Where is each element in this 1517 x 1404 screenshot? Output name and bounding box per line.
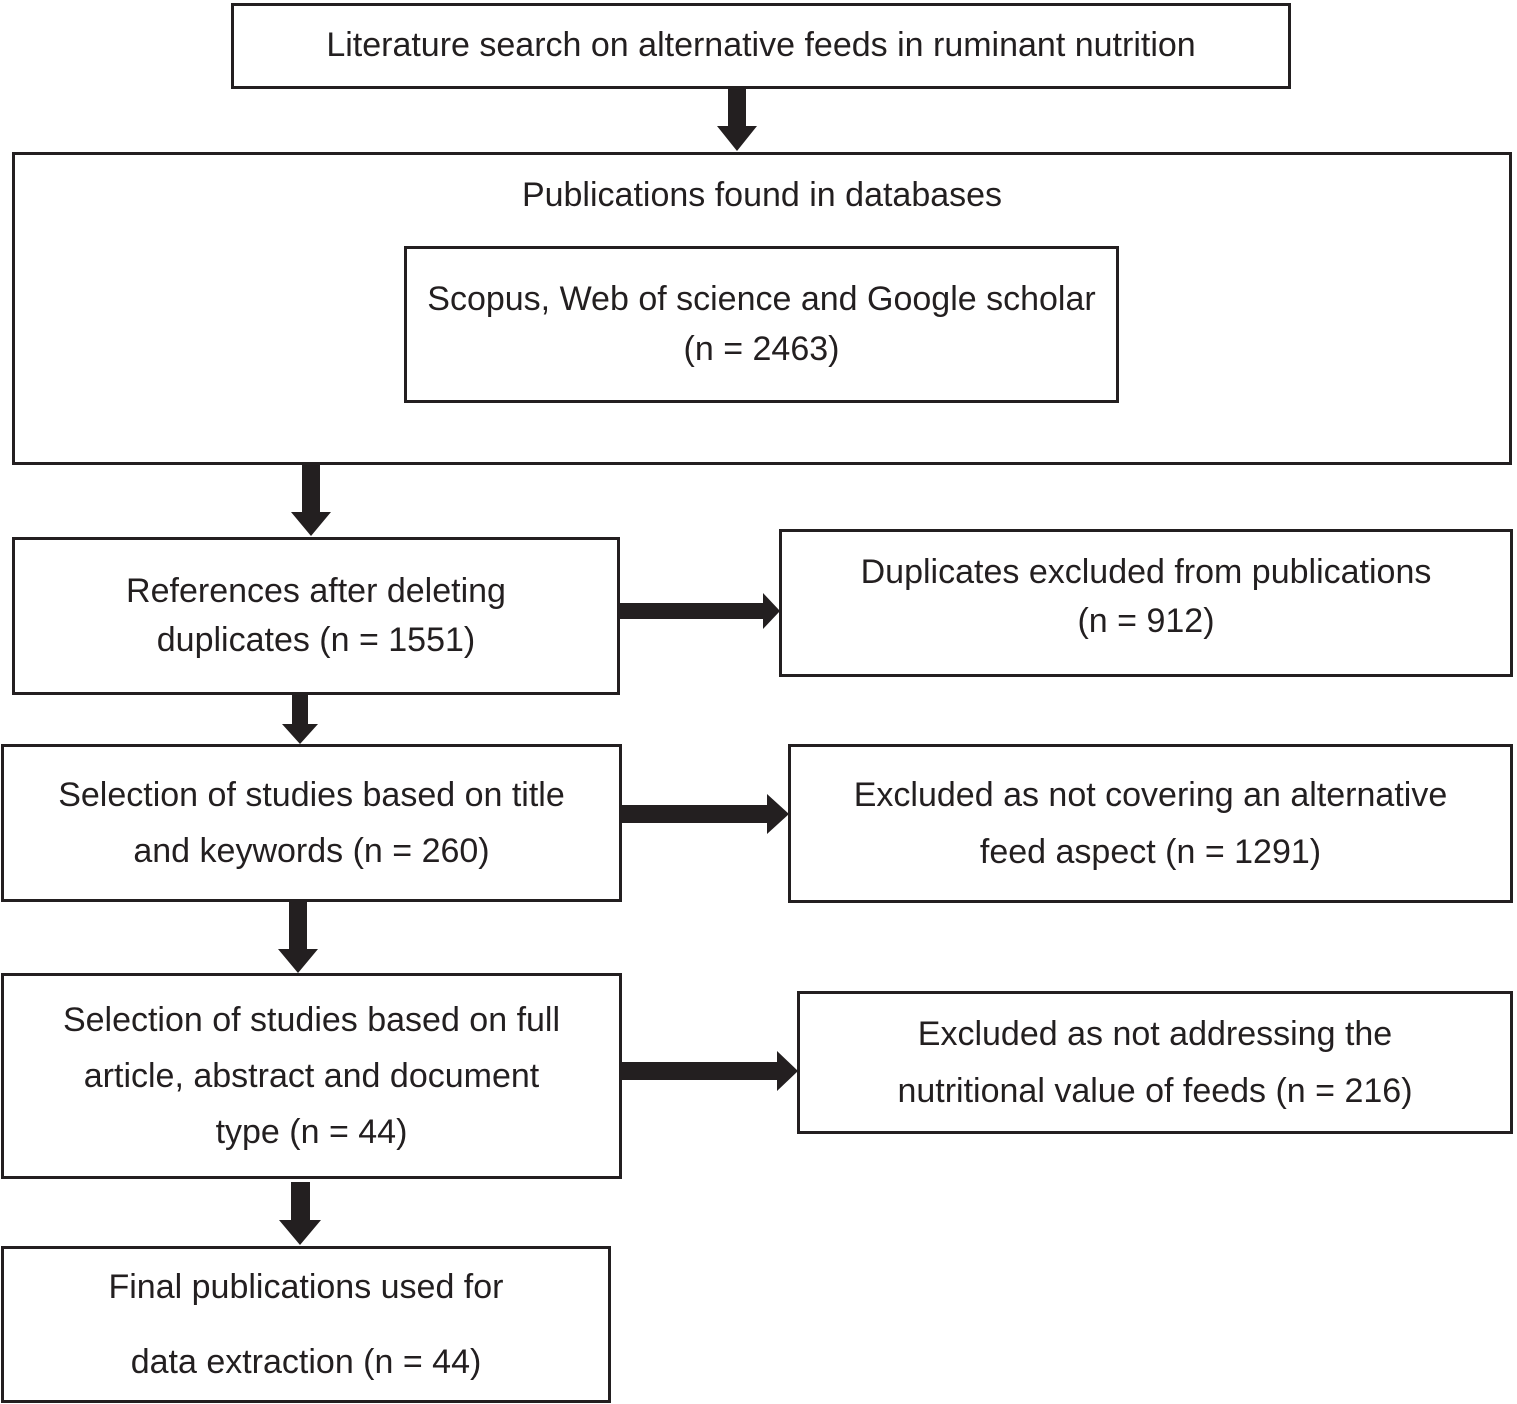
fulltext-selection-box: Selection of studies based on full artic… [1,973,622,1179]
arrow-right-dedup [619,593,780,629]
title-excluded-line2: feed aspect (n = 1291) [979,832,1322,871]
arrow-right-title [621,794,789,834]
arrow-down-databases [291,464,331,536]
search-box: Literature search on alternative feeds i… [231,3,1291,89]
title-excluded-line1: Excluded as not covering an alternative [853,776,1448,815]
sources-count: (n = 2463) [683,329,840,368]
dedup-line2: duplicates (n = 1551) [156,621,476,659]
final-box: Final publications used for data extract… [1,1246,611,1403]
sources-line1: Scopus, Web of science and Google schola… [427,280,1096,319]
arrow-down-dedup [282,694,318,744]
arrow-down-title [278,901,318,973]
title-selection-line2: and keywords (n = 260) [133,832,490,870]
dedup-box: References after deleting duplicates (n … [12,537,620,695]
duplicates-excluded-line1: Duplicates excluded from publications [860,553,1432,591]
fulltext-excluded-line1: Excluded as not addressing the [917,1015,1393,1054]
fulltext-selection-line2: article, abstract and document [83,1056,540,1095]
databases-label: Publications found in databases [521,176,1003,214]
databases-box: Publications found in databases [12,152,1512,465]
final-line2: data extraction (n = 44) [130,1342,482,1381]
arrow-down-search [717,88,757,151]
arrow-right-fulltext [620,1051,798,1091]
search-label: Literature search on alternative feeds i… [326,26,1196,65]
sources-box: Scopus, Web of science and Google schola… [404,246,1119,403]
title-selection-line1: Selection of studies based on title [58,775,565,814]
dedup-line1: References after deleting [126,571,506,610]
fulltext-excluded-line2: nutritional value of feeds (n = 216) [897,1071,1413,1110]
title-excluded-box: Excluded as not covering an alternative … [788,744,1513,903]
duplicates-excluded-line2: (n = 912) [1077,602,1215,641]
fulltext-selection-line1: Selection of studies based on full [62,1000,561,1039]
title-selection-box: Selection of studies based on title and … [1,744,622,902]
final-line1: Final publications used for [108,1267,504,1306]
fulltext-excluded-box: Excluded as not addressing the nutrition… [797,991,1513,1134]
fulltext-selection-line3: type (n = 44) [215,1113,408,1152]
arrow-down-fulltext [279,1182,321,1245]
duplicates-excluded-box: Duplicates excluded from publications (n… [779,529,1513,677]
